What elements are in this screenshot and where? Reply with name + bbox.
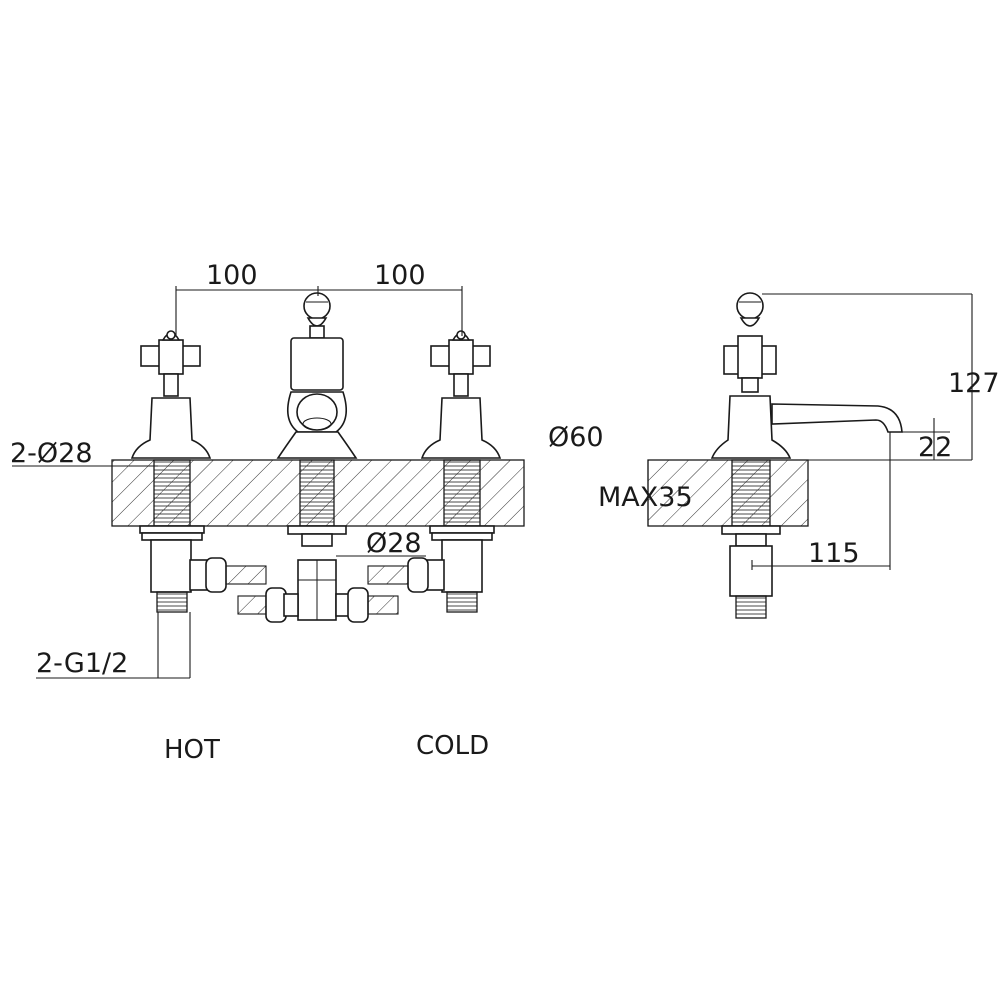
label-cold: COLD — [416, 731, 489, 761]
side-view — [647, 292, 973, 619]
dim-thread: 2-G1/2 — [36, 648, 128, 679]
dim-reach: 115 — [808, 538, 860, 569]
label-hot: HOT — [164, 735, 220, 765]
connecting-hoses — [189, 557, 445, 623]
dim-spout-base-diameter: Ø60 — [548, 422, 604, 453]
cold-valve — [420, 330, 502, 613]
front-view — [12, 286, 525, 679]
dim-mid-hole-diameter: Ø28 — [366, 528, 422, 559]
dim-spacing-left: 100 — [206, 260, 258, 291]
center-spout — [276, 292, 358, 621]
dim-deck-max: MAX35 — [598, 482, 693, 513]
dim-spout-height: 22 — [918, 432, 952, 463]
dim-hole-diameter: 2-Ø28 — [10, 438, 93, 469]
hot-valve — [130, 330, 212, 613]
side-dimensions — [647, 293, 973, 570]
dim-spacing-right: 100 — [374, 260, 426, 291]
front-dimensions — [12, 286, 463, 679]
dim-height: 127 — [948, 368, 1000, 399]
